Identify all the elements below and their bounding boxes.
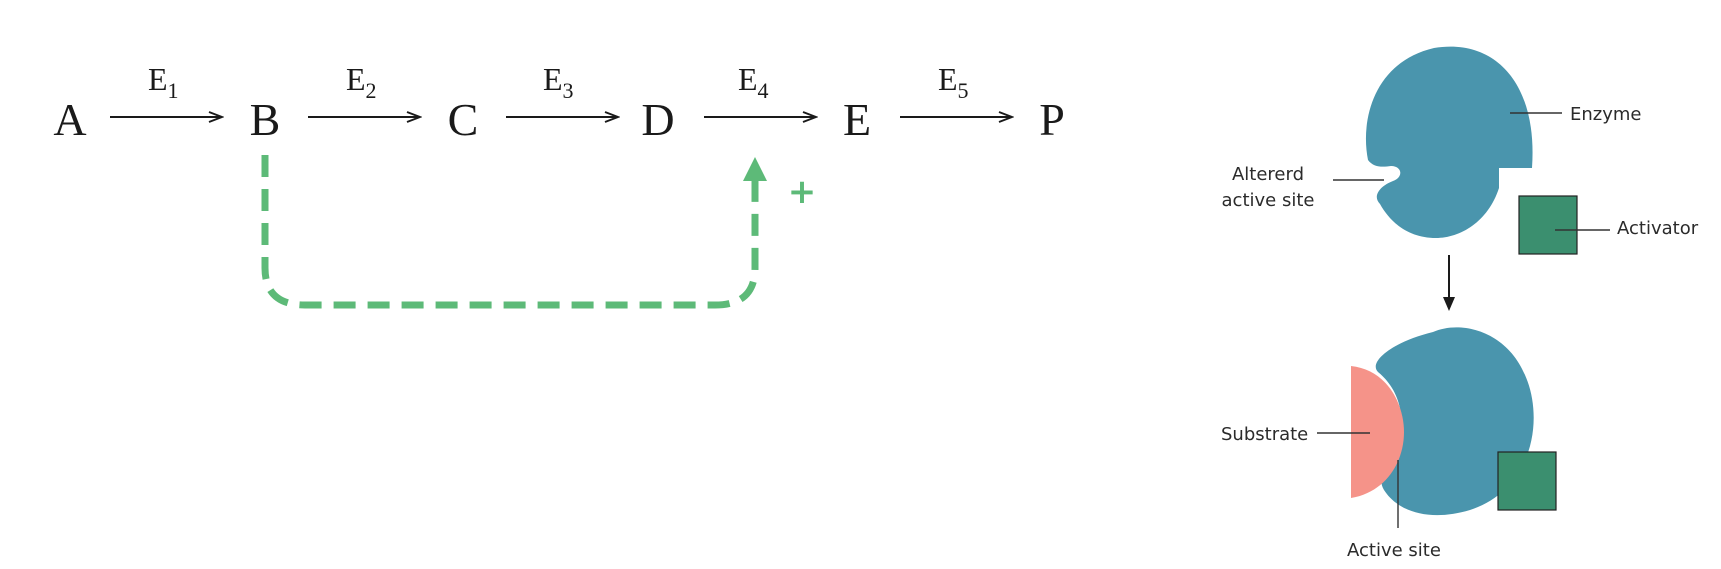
- node-p: P: [1039, 94, 1065, 145]
- enzyme-label: Enzyme: [1570, 104, 1642, 125]
- node-e: E: [843, 94, 871, 145]
- allosteric-activation-diagram: Enzyme Altererd active site Activator Su…: [1221, 46, 1699, 561]
- metabolic-pathway: A B C D E P E1 E2 E3 E4 E5 +: [53, 61, 1065, 309]
- enzyme-bottom-shape: [1375, 327, 1534, 516]
- active-site-label: Active site: [1347, 540, 1441, 561]
- altered-site-label-line1: Altererd: [1232, 164, 1304, 185]
- activator-label: Activator: [1617, 218, 1699, 239]
- enzyme-label-3: E3: [543, 61, 574, 103]
- substrate-label: Substrate: [1221, 424, 1308, 445]
- node-d: D: [641, 94, 674, 145]
- enzyme-label-1: E1: [148, 61, 179, 103]
- node-b: B: [250, 94, 281, 145]
- substrate-shape: [1351, 366, 1404, 498]
- enzyme-label-4: E4: [738, 61, 769, 103]
- node-a: A: [53, 94, 86, 145]
- node-c: C: [448, 94, 479, 145]
- enzyme-label-2: E2: [346, 61, 377, 103]
- altered-site-label-line2: active site: [1222, 190, 1315, 211]
- enzyme-label-5: E5: [938, 61, 969, 103]
- feedforward-dashed-arrow: [261, 155, 759, 309]
- activator-top-square: [1518, 195, 1578, 255]
- enzyme-top-shape: [1365, 46, 1533, 238]
- feedforward-arrowhead: [743, 157, 767, 181]
- activator-bottom-square: [1497, 451, 1557, 511]
- activation-plus-sign: +: [788, 172, 817, 212]
